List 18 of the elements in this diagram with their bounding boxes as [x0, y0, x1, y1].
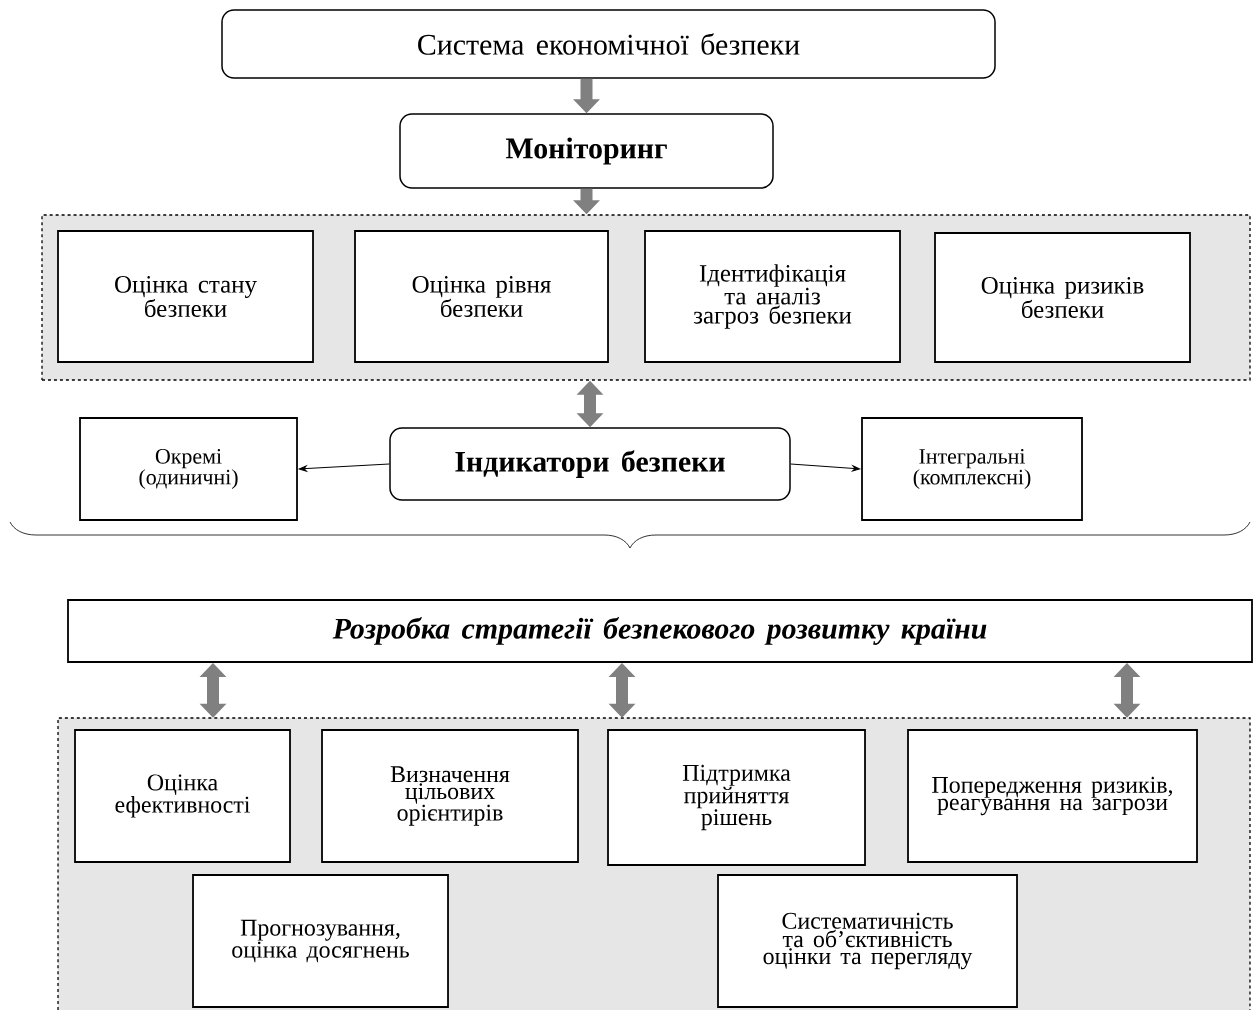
text-box: Оцінка рівня безпеки	[354, 230, 609, 363]
arrow	[790, 463, 861, 472]
text-box: Підтримка прийняття рішень	[607, 729, 866, 866]
text-box: Ідентифікація та аналіз загроз безпеки	[644, 230, 901, 363]
text-box: Розробка стратегії безпекового розвитку країни	[67, 599, 1253, 663]
text-box: Визначення цільових орієнтирів	[321, 729, 579, 863]
rounded-box: Індикатори безпеки	[389, 427, 791, 501]
text-box: Систематичність та об’єктивність оцінки та перегляду	[717, 874, 1018, 1008]
text-box: Оцінка стану безпеки	[57, 230, 314, 363]
rounded-box: Система економічної безпеки	[221, 9, 996, 79]
text-box: Оцінка ефективності	[74, 729, 291, 863]
text-box: Оцінка ризиків безпеки	[934, 232, 1191, 363]
rounded-box: Моніторинг	[399, 113, 774, 189]
text-box: Інтегральні (комплексні)	[861, 417, 1083, 521]
text-box: Попередження ризиків, реагування на загрози	[907, 729, 1198, 863]
text-box: Прогнозування, оцінка досягнень	[192, 874, 449, 1008]
text-box: Окремі (одиничні)	[79, 417, 298, 521]
arrow	[298, 463, 390, 472]
